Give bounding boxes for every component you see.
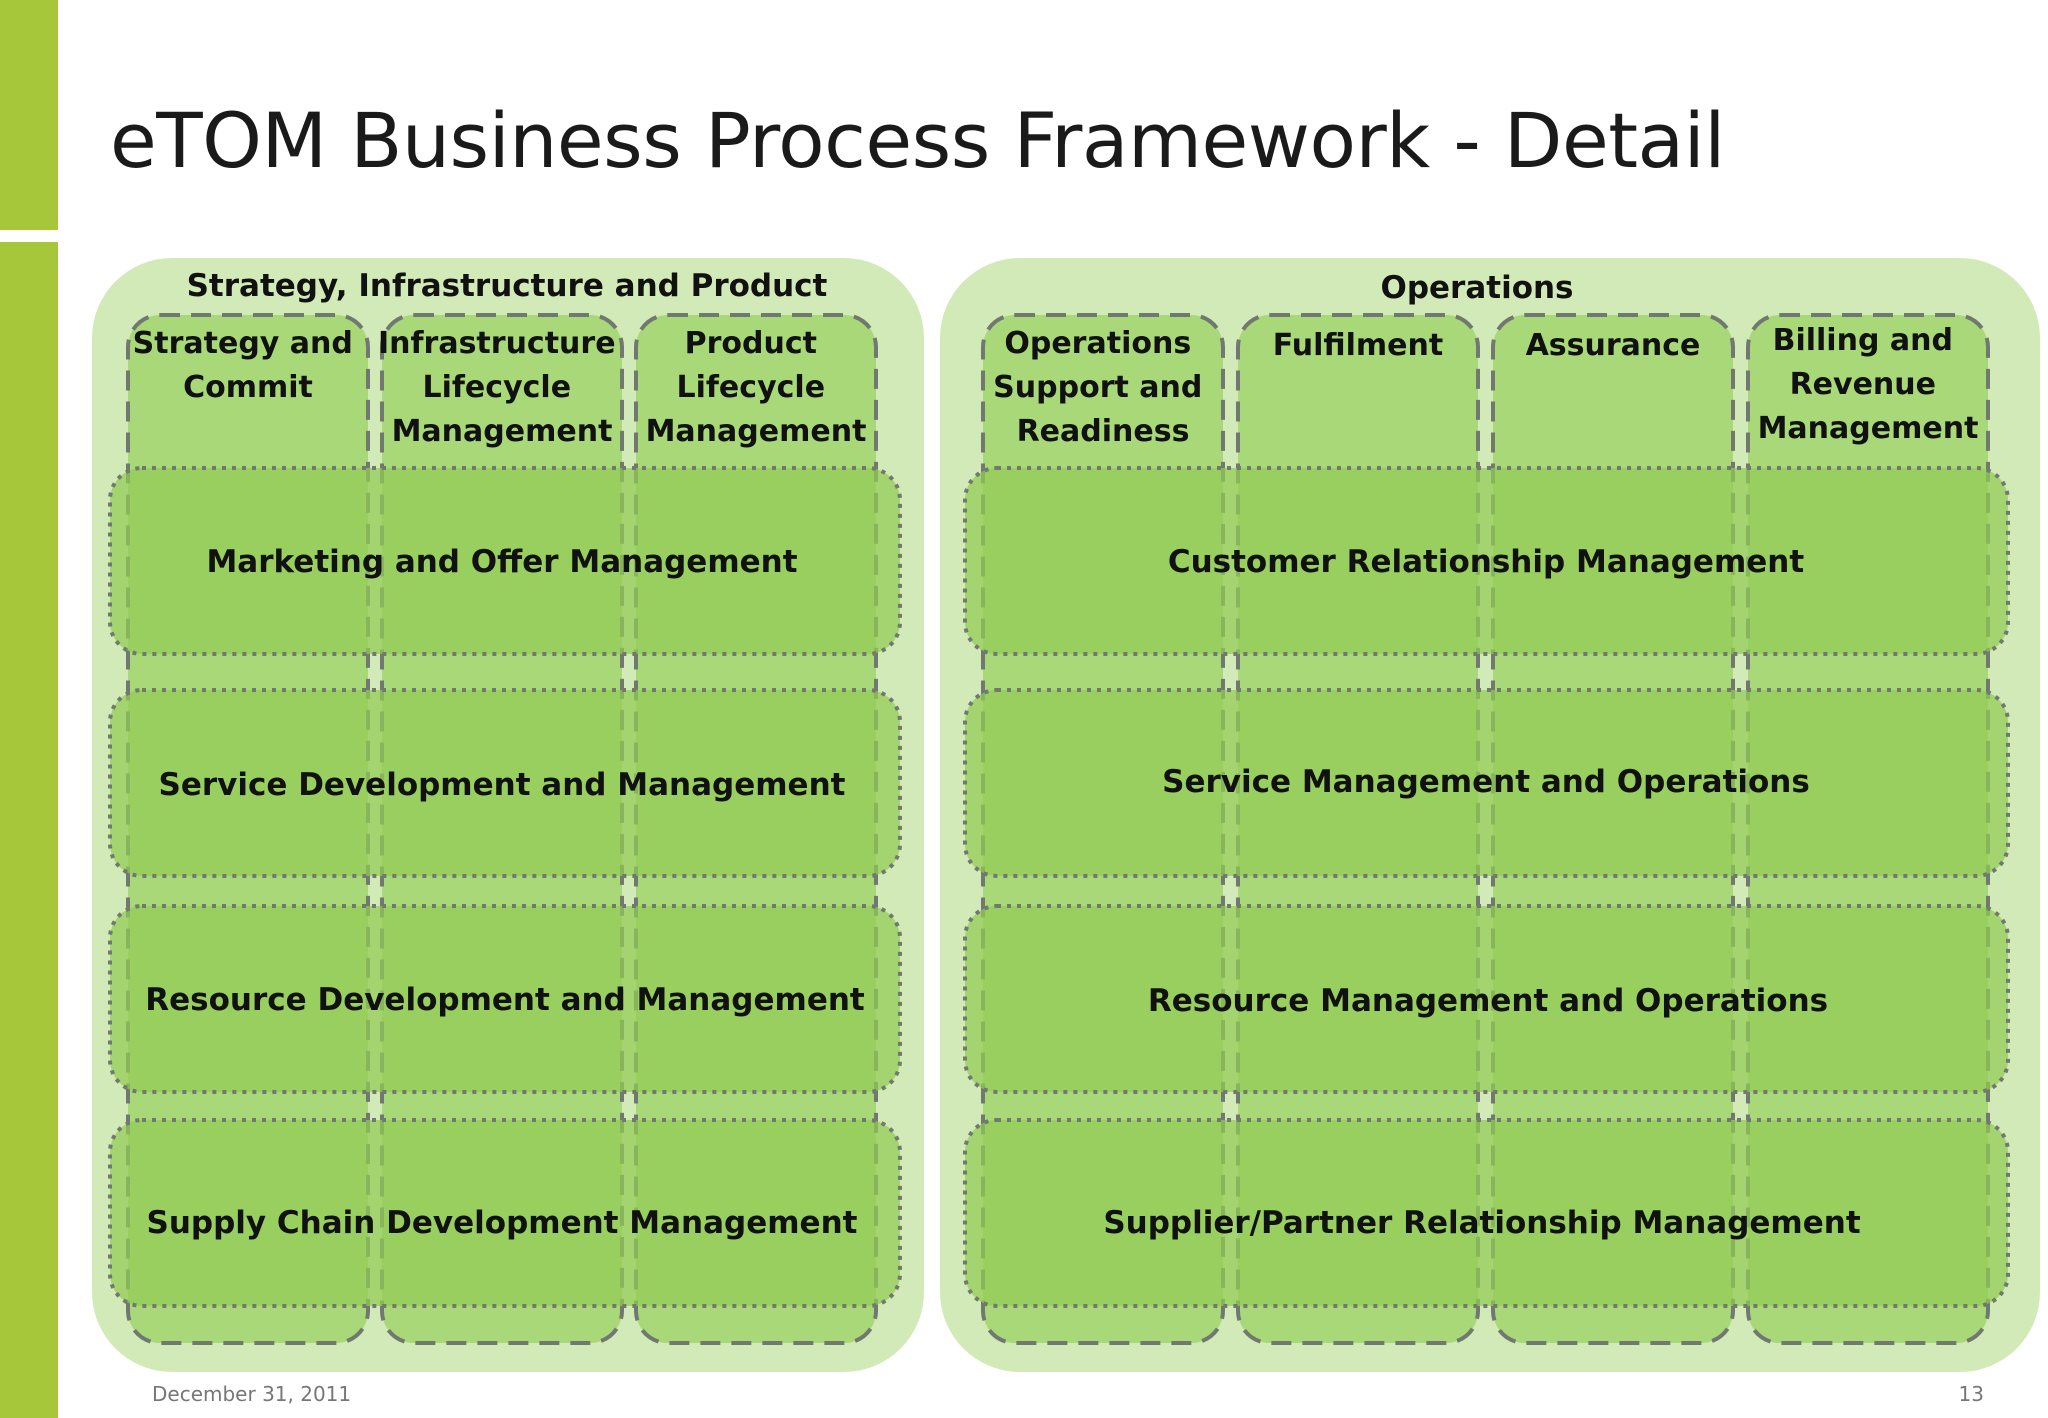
group-label-strategy: Strategy, Infrastructure and Product: [187, 268, 828, 304]
row-label-supply-chain-development: Supply Chain Development Management: [147, 1205, 858, 1241]
row-label-service-management-operations: Service Management and Operations: [1162, 764, 1810, 800]
row-supplier-partner-relationship: [963, 1118, 2010, 1308]
row-resource-development: [108, 904, 902, 1094]
row-label-resource-development: Resource Development and Management: [145, 982, 865, 1018]
column-label-infrastructure-lifecycle: Infrastructure Lifecycle Management: [378, 326, 626, 449]
column-label-operations-support: Operations Support and Readiness: [993, 326, 1213, 449]
row-marketing-offer: [108, 466, 902, 656]
row-label-marketing-offer: Marketing and Offer Management: [206, 544, 797, 580]
footer-date: December 31, 2011: [152, 1382, 352, 1406]
column-label-assurance: Assurance: [1526, 328, 1701, 363]
column-label-strategy-and-commit: Strategy and Commit: [133, 326, 364, 405]
rows-strategy: [108, 466, 902, 1308]
column-label-billing-revenue: Billing and Revenue Management: [1758, 323, 1979, 446]
page-number: 13: [1958, 1382, 1984, 1406]
row-resource-management-operations: [963, 904, 2010, 1094]
row-service-management-operations: [963, 688, 2010, 878]
slide-title: eTOM Business Process Framework - Detail: [110, 96, 1725, 185]
accent-bar-bottom: [0, 242, 58, 1418]
row-service-development: [108, 688, 902, 878]
row-supply-chain-development: [108, 1118, 902, 1308]
rows-operations: [963, 466, 2010, 1308]
column-label-fulfilment: Fulfilment: [1273, 328, 1443, 363]
row-label-customer-relationship: Customer Relationship Management: [1168, 544, 1805, 580]
accent-bar-top: [0, 0, 58, 230]
group-label-operations: Operations: [1380, 270, 1573, 306]
row-label-service-development: Service Development and Management: [159, 767, 846, 803]
row-label-supplier-partner-relationship: Supplier/Partner Relationship Management: [1103, 1205, 1861, 1241]
row-customer-relationship: [963, 466, 2010, 656]
column-label-product-lifecycle: Product Lifecycle Management: [646, 326, 867, 449]
row-label-resource-management-operations: Resource Management and Operations: [1148, 983, 1828, 1019]
